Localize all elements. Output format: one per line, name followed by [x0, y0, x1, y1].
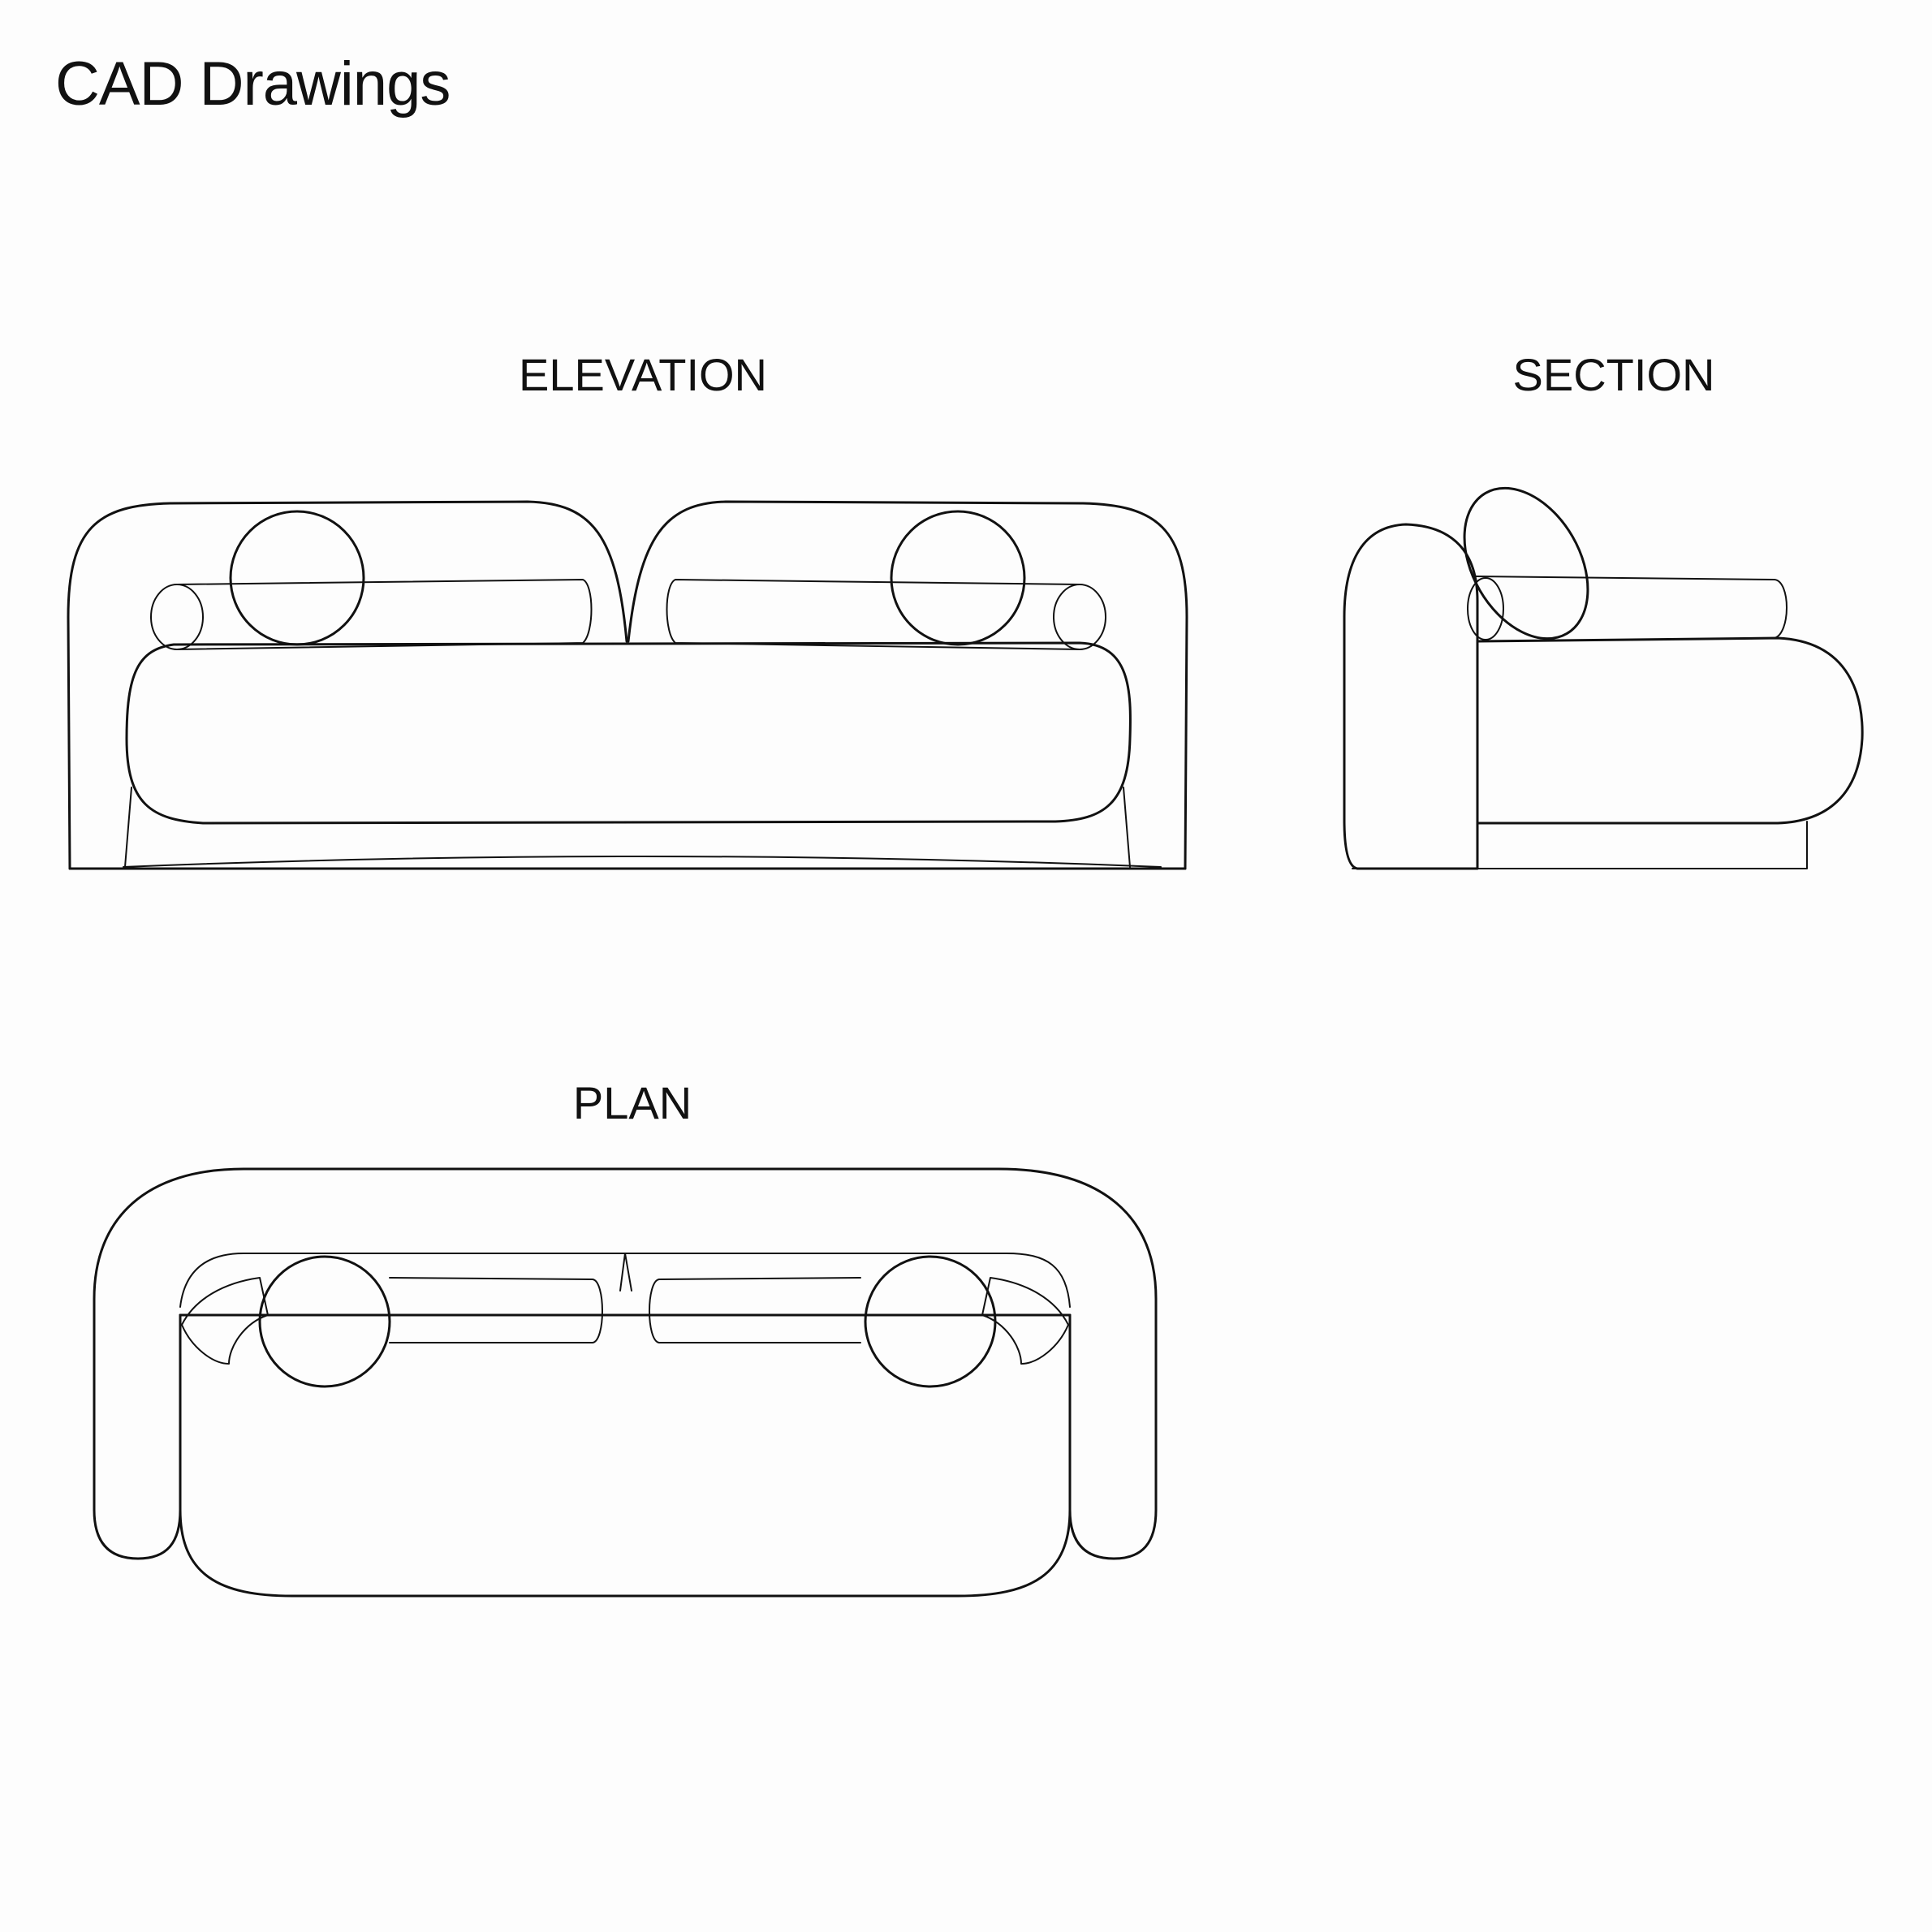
- elevation-base-top: [123, 856, 1162, 868]
- plan-left-bolster-end: [181, 1277, 269, 1365]
- section-seat-cushion: [1476, 636, 1864, 825]
- section-drawing: [1343, 486, 1864, 870]
- elevation-right-bolster: [666, 579, 1080, 650]
- elevation-right-bolster-end: [1053, 584, 1106, 650]
- elevation-left-backrest: [67, 500, 628, 870]
- section-base: [1352, 821, 1808, 869]
- plan-right-bolster-end: [981, 1277, 1069, 1365]
- elevation-label: ELEVATION: [518, 349, 768, 400]
- elevation-right-leg: [1123, 787, 1131, 868]
- plan-seat-cushion: [179, 1313, 1072, 1598]
- plan-back-seam: [619, 1253, 632, 1292]
- plan-left-round-pillow: [258, 1255, 391, 1388]
- elevation-left-bolster-end: [150, 584, 204, 650]
- plan-drawing: [93, 1167, 1158, 1598]
- elevation-right-backrest: [627, 500, 1188, 870]
- plan-outer-frame: [93, 1167, 1158, 1560]
- elevation-drawing: [67, 500, 1188, 870]
- page-title: CAD Drawings: [55, 50, 451, 119]
- section-backrest: [1343, 523, 1479, 870]
- section-bolster-end: [1467, 577, 1504, 640]
- elevation-left-bolster: [176, 579, 593, 650]
- elevation-left-leg: [124, 787, 132, 868]
- plan-left-bolster: [389, 1277, 603, 1343]
- section-bolster: [1475, 576, 1788, 639]
- section-tilted-pillow: [1463, 486, 1589, 640]
- elevation-right-round-pillow: [890, 510, 1026, 646]
- elevation-left-round-pillow: [229, 510, 365, 646]
- section-label: SECTION: [1512, 349, 1715, 400]
- plan-back-cushion: [179, 1253, 1071, 1308]
- plan-right-bolster: [649, 1277, 861, 1343]
- plan-right-round-pillow: [864, 1255, 997, 1388]
- plan-label: PLAN: [572, 1077, 692, 1128]
- elevation-seat-cushion: [125, 641, 1132, 825]
